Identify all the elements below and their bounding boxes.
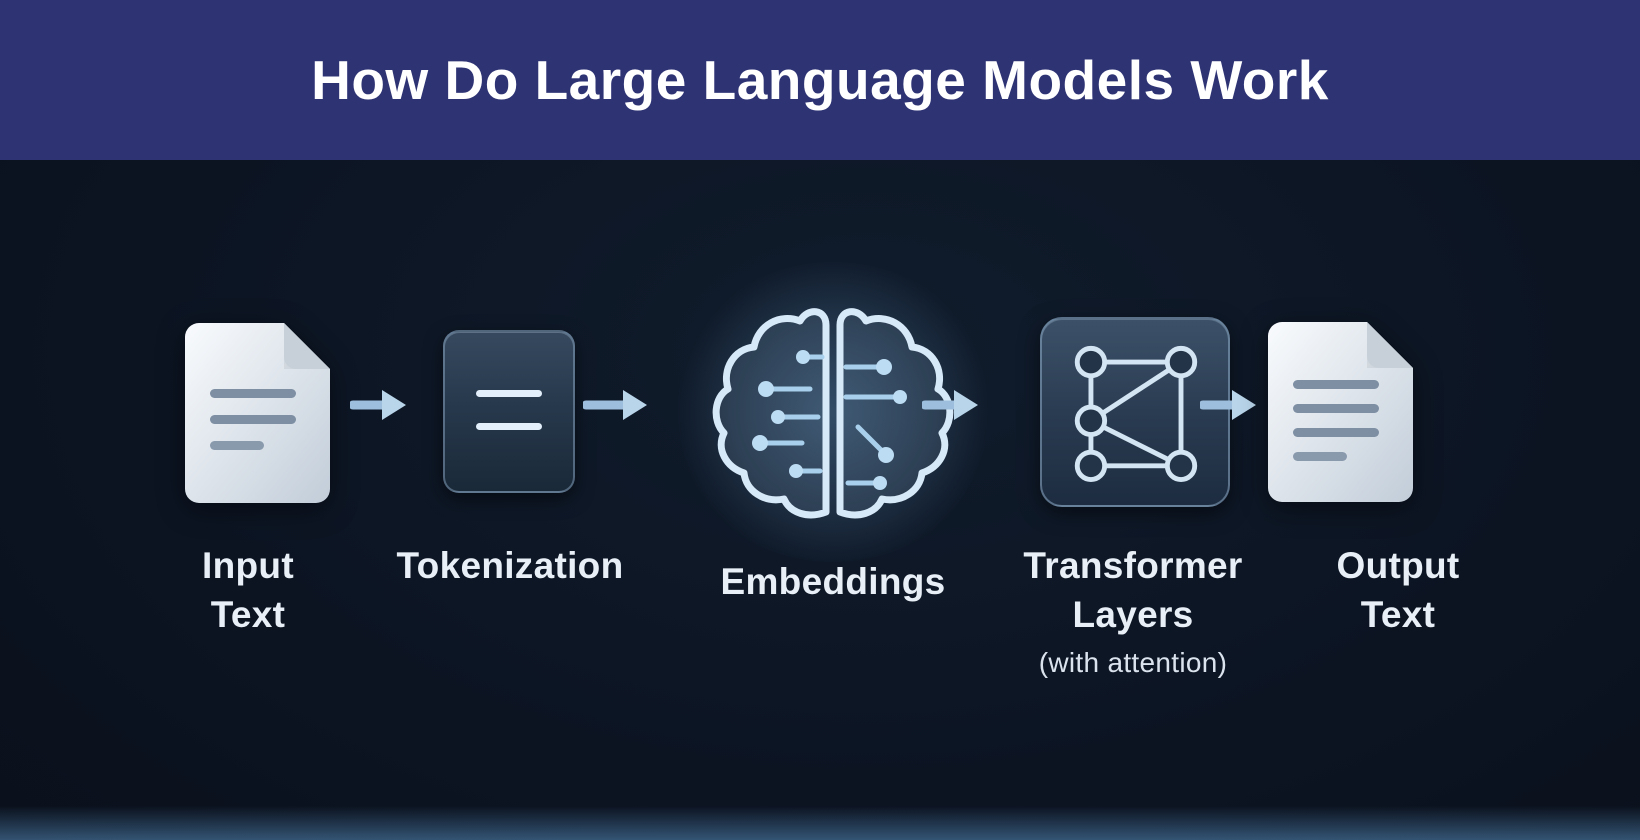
bottom-glow	[0, 806, 1640, 840]
node-label-transformer-layers: Transformer Layers (with attention)	[1023, 542, 1242, 682]
token-block-icon	[443, 330, 575, 493]
flow-arrow-right-icon	[350, 390, 406, 420]
brain-circuit-icon	[712, 308, 954, 519]
header-band: How Do Large Language Models Work	[0, 0, 1640, 160]
node-label-output-text: Output Text	[1336, 542, 1459, 640]
node-sublabel-attention: (with attention)	[1038, 646, 1228, 678]
label-line: Output	[1336, 545, 1460, 586]
network-graph	[1074, 345, 1198, 482]
document-icon	[185, 323, 330, 503]
label-line: Embeddings	[720, 561, 946, 602]
document-icon	[1268, 322, 1413, 502]
token-line	[476, 423, 542, 430]
brain-glow	[668, 262, 998, 562]
node-label-embeddings: Embeddings	[720, 558, 945, 607]
label-line: Layers	[1072, 593, 1194, 635]
node-label-input-text: Input Text	[202, 542, 294, 640]
node-label-tokenization: Tokenization	[397, 542, 624, 591]
label-line: Transformer	[1023, 545, 1243, 586]
label-line: Text	[210, 593, 286, 635]
page-title: How Do Large Language Models Work	[311, 49, 1329, 111]
label-line: Input	[202, 545, 294, 586]
label-line: Tokenization	[396, 545, 624, 586]
token-line	[476, 390, 542, 397]
flow-arrow-right-icon	[583, 390, 647, 420]
label-line: Text	[1360, 593, 1436, 635]
network-graph-icon	[1040, 317, 1230, 507]
flow-arrow-right-icon	[922, 390, 978, 420]
flow-arrow-right-icon	[1200, 390, 1256, 420]
